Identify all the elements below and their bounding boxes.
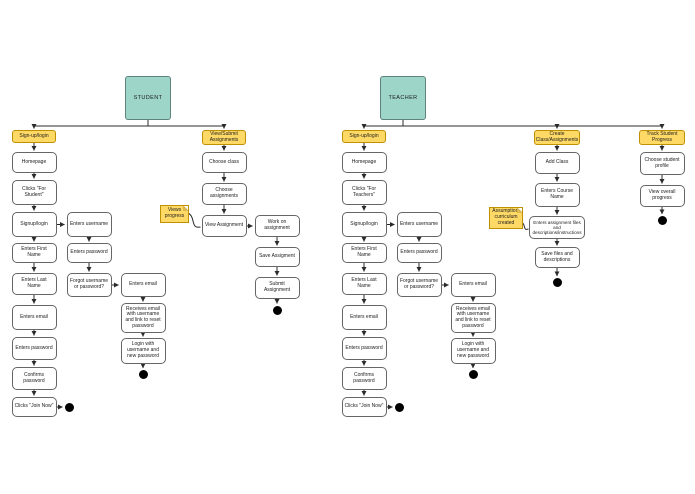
teacher-step-enters-password-2: Enters password: [396, 243, 442, 263]
teacher-step-add-class: Add Class: [534, 152, 580, 174]
teacher-create-class-header: Create Class/Assignments: [534, 130, 580, 145]
student-assignments-header: View/Submit Assignments: [202, 130, 246, 145]
teacher-step-join-now: Clicks "Join Now": [341, 397, 387, 417]
teacher-actor-box: TEACHER: [380, 76, 426, 120]
teacher-step-choose-student-profile: Choose student profile: [639, 152, 685, 175]
teacher-track-end-node: [657, 216, 667, 225]
teacher-step-confirms-password: Confirms password: [341, 367, 387, 390]
teacher-assumption-note: Assumption: curriculum created: [489, 207, 523, 229]
student-step-enters-password-2: Enters password: [66, 243, 112, 263]
student-step-choose-assignments: Choose assignments: [201, 183, 247, 205]
student-step-work-on-assignment: Work on assignment: [254, 215, 300, 237]
student-step-first-name: Enters First Name: [11, 243, 57, 263]
teacher-step-first-name: Enters First Name: [341, 243, 387, 263]
teacher-step-login-new-password: Login with username and new password: [450, 338, 496, 364]
teacher-step-forgot-credentials: Forgot username or password?: [396, 273, 442, 297]
teacher-step-enters-password: Enters password: [341, 337, 387, 360]
teacher-step-signup-login: Signup/login: [341, 212, 387, 237]
student-step-confirms-password: Confirms password: [11, 367, 57, 390]
student-step-last-name: Enters Last Name: [11, 273, 57, 295]
student-step-forgot-credentials: Forgot username or password?: [66, 273, 112, 297]
student-reset-end-node: [138, 370, 148, 379]
student-step-login-new-password: Login with username and new password: [120, 338, 166, 364]
student-step-save-assignment: Save Assigment: [254, 247, 300, 267]
teacher-step-reset-enters-email: Enters email: [450, 273, 496, 297]
student-actor-box: STUDENT: [125, 76, 171, 120]
teacher-step-enters-email: Enters email: [341, 305, 387, 330]
teacher-step-view-overall-progress: View overall progress: [639, 185, 685, 207]
teacher-signup-header: Sign-up/login: [342, 130, 386, 143]
teacher-step-clicks-for-teachers: Clicks "For Teachers": [341, 180, 387, 205]
student-signup-header: Sign-up/login: [12, 130, 56, 143]
student-step-enters-password: Enters password: [11, 337, 57, 360]
teacher-step-enters-username: Enters username: [396, 212, 442, 237]
student-assignments-end-node: [272, 305, 282, 315]
teacher-create-end-node: [552, 278, 562, 287]
student-step-clicks-for-student: Clicks "For Student": [11, 180, 57, 205]
student-step-choose-class: Choose class: [201, 152, 247, 173]
teacher-step-last-name: Enters Last Name: [341, 273, 387, 295]
student-step-enters-email: Enters email: [11, 305, 57, 330]
student-step-view-assignment: View Assignment: [201, 215, 247, 237]
teacher-step-save-files: Save files and descriptions: [534, 247, 580, 268]
student-step-receives-email: Receives email with username and link to…: [120, 303, 166, 333]
student-step-reset-enters-email: Enters email: [120, 273, 166, 297]
student-step-signup-login: Signup/login: [11, 212, 57, 237]
teacher-step-enters-assignment-files: Enters assignment files and descriptions…: [529, 216, 585, 239]
student-step-enters-username: Enters username: [66, 212, 112, 237]
teacher-step-homepage: Homepage: [341, 152, 387, 173]
teacher-reset-end-node: [468, 370, 478, 379]
student-step-submit-assignment: Submit Assignment: [254, 277, 300, 299]
student-signup-end-node: [64, 402, 74, 412]
student-views-progress-note: Views progress: [160, 205, 189, 223]
student-step-join-now: Clicks "Join Now": [11, 397, 57, 417]
teacher-signup-end-node: [394, 402, 404, 412]
teacher-track-progress-header: Track Student Progress: [639, 130, 685, 145]
student-step-homepage: Homepage: [11, 152, 57, 173]
teacher-step-enters-course-name: Enters Course Name: [534, 183, 580, 207]
teacher-step-receives-email: Receives email with username and link to…: [450, 303, 496, 333]
